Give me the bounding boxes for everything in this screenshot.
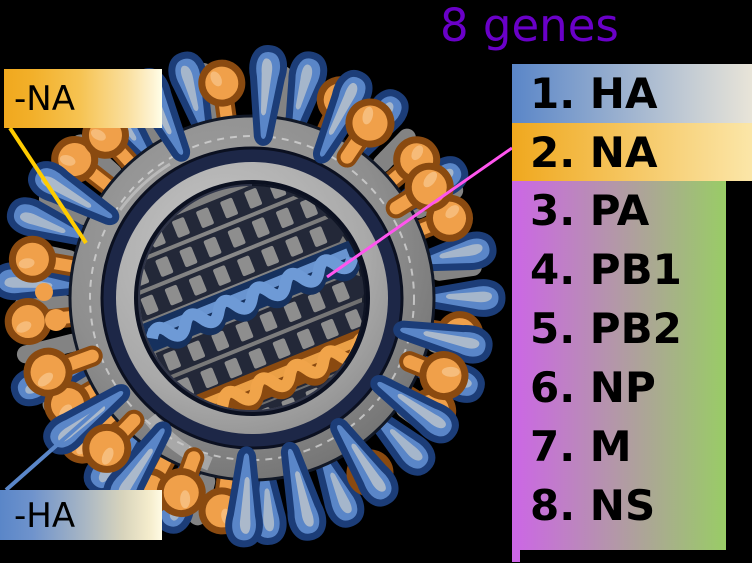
gene-item-4[interactable]: 4. PB1 (530, 245, 682, 294)
gene-item-8[interactable]: 8. NS (530, 481, 656, 530)
ha-callout-label: -HA (14, 496, 76, 536)
na-spikes-front (23, 98, 469, 518)
gene-item-5[interactable]: 5. PB2 (530, 304, 682, 353)
page-title: 8 genes (440, 0, 619, 52)
na-callout-leader-line (8, 126, 88, 245)
ha-callout-box (0, 490, 162, 540)
influenza-virion-illustration (0, 45, 506, 548)
gene-item-6[interactable]: 6. NP (530, 363, 656, 412)
gene-item-3[interactable]: 3. PA (530, 186, 650, 235)
gene-item-7[interactable]: 7. M (530, 422, 632, 471)
gene-item-2[interactable]: 2. NA (530, 128, 658, 177)
ha-callout-leader-line (4, 398, 110, 492)
na-callout-label: -NA (14, 79, 75, 119)
gene-item-1[interactable]: 1. HA (530, 69, 658, 118)
na-gene-leader-line (326, 146, 513, 279)
na-callout-box (4, 69, 162, 128)
